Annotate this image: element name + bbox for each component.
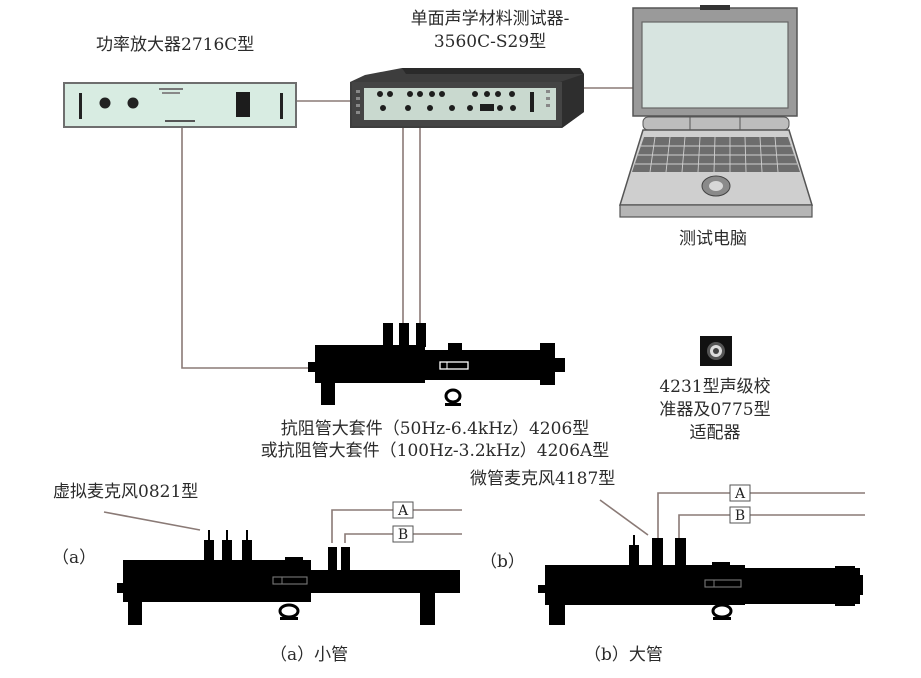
pointer-tube-mic (599, 499, 649, 536)
channel-b-box-small: B (392, 525, 414, 543)
wire-b-channel-a (657, 492, 730, 540)
virtual-mic-label: 虚拟麦克风0821型 (53, 482, 199, 502)
wire-b-channel-b (678, 514, 730, 540)
pointer-virtual-mic (103, 511, 201, 531)
calibrator-label-line2: 准器及0775型 (659, 400, 771, 420)
analyzer-rack-icon (350, 68, 584, 128)
channel-b-label: B (735, 508, 745, 524)
channel-a-label: A (734, 486, 746, 502)
channel-a-box-large: A (729, 484, 751, 502)
channel-b-box-large: B (729, 506, 751, 524)
amplifier-label: 功率放大器2716C型 (96, 35, 255, 55)
wire-amp-to-tube (181, 128, 313, 369)
wire-a-channel-b (344, 533, 393, 543)
large-tube-icon (538, 535, 863, 625)
computer-label: 测试电脑 (679, 229, 747, 249)
channel-a-box-small: A (392, 501, 414, 519)
laptop-icon (618, 5, 814, 218)
kit-label-line2: 或抗阻管大套件（100Hz-3.2kHz）4206A型 (260, 441, 610, 461)
channel-a-label: A (397, 503, 409, 519)
caption-b: （b）大管 (584, 645, 663, 665)
tube-mic-label: 微管麦克风4187型 (470, 469, 616, 489)
calibrator-label-line1: 4231型声级校 (659, 377, 771, 397)
caption-a: （a）小管 (270, 645, 349, 665)
calibrator-label-line3: 适配器 (689, 423, 741, 443)
sound-calibrator-icon (700, 336, 732, 366)
panel-a-marker: （a） (52, 548, 97, 568)
small-tube-icon (117, 530, 460, 625)
power-amplifier-icon (63, 82, 297, 128)
kit-label-line1: 抗阻管大套件（50Hz-6.4kHz）4206型 (280, 419, 590, 439)
impedance-tube-icon (308, 323, 565, 406)
channel-b-label: B (398, 527, 408, 543)
wire-a-channel-a (331, 509, 393, 543)
panel-b-marker: （b） (480, 552, 525, 572)
analyzer-label-line2: 3560C-S29型 (433, 32, 547, 52)
wires (103, 87, 865, 543)
analyzer-label-line1: 单面声学材料测试器- (410, 9, 570, 29)
